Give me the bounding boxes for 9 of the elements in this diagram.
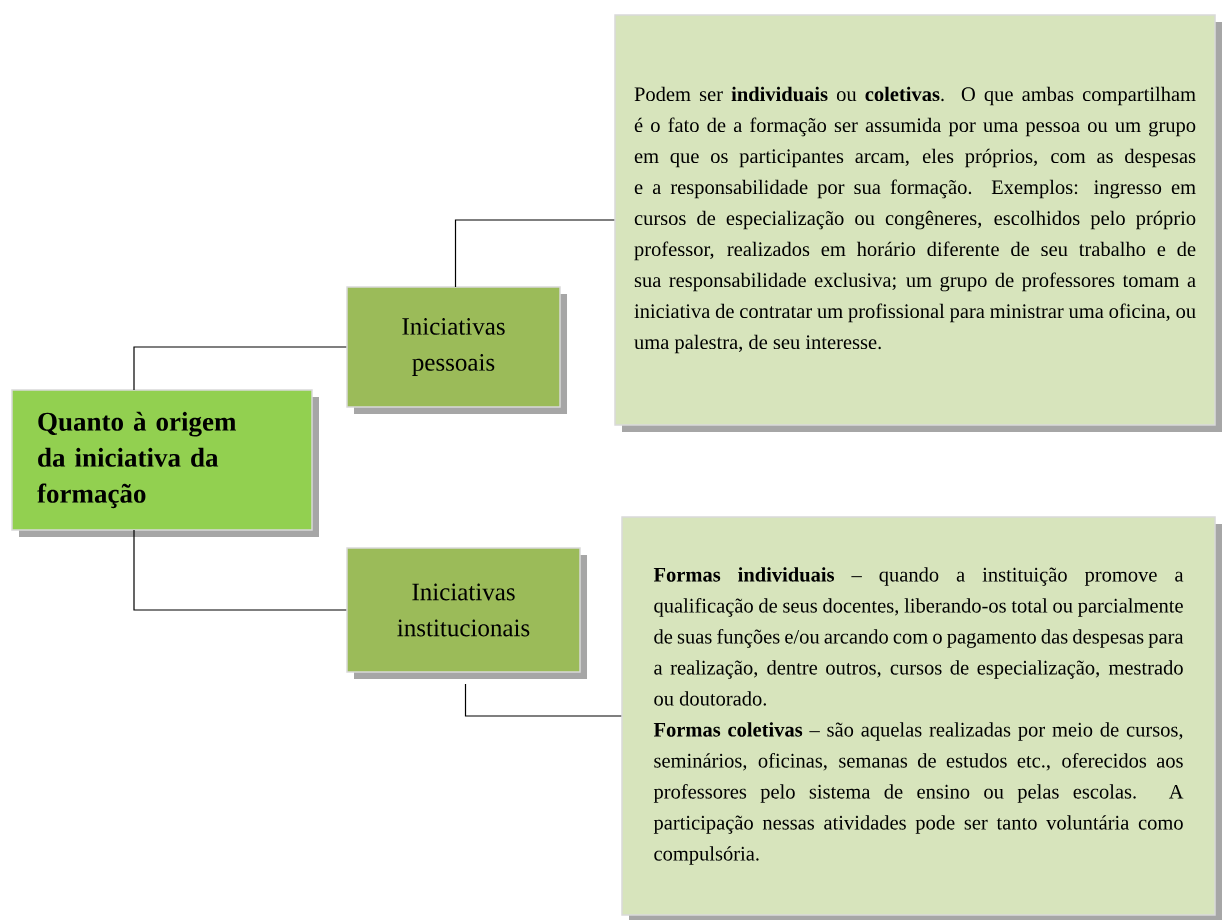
connector-line xyxy=(133,346,347,391)
category-box: Iniciativas pessoais xyxy=(346,286,567,414)
category-box: Iniciativas institucionais xyxy=(346,547,587,679)
connector-line xyxy=(464,683,622,717)
topic-box: Quanto à origem da iniciativa da formação xyxy=(11,389,319,537)
connector-line xyxy=(133,529,347,611)
description-box: Formas individuais – quando a instituição promove a qualificação de seus docentes, liberando-os total ou parcialmente de suas funções e/ou arcando com o pagamento das despesas para a realização, dentre outros, cursos de especialização, mestrado ou doutorado. Formas coletivas – são aquelas realizadas por meio de cursos, seminários, oficinas, semanas de estudos etc., oferecidos aos professores pelo sistema de ensino ou pelas escolas. A participação nessas atividades pode ser tanto voluntária como compulsória. xyxy=(621,516,1222,920)
connector-line xyxy=(454,219,615,288)
description-box: Podem ser individuais ou coletivas. O que ambas compartilham é o fato de a formação ser assumida por uma pessoa ou um grupo em que os participantes arcam, eles próprios, com as despesas e a responsabilidade por sua formação. Exemplos: ingresso em cursos de especialização ou congêneres, escolhidos pelo próprio professor, realizados em horário diferente de seu trabalho e de sua responsabilidade exclusiva; um grupo de professores tomam a iniciativa de contratar um profissional para ministrar uma oficina, ou uma palestra, de seu interesse. xyxy=(614,14,1222,432)
